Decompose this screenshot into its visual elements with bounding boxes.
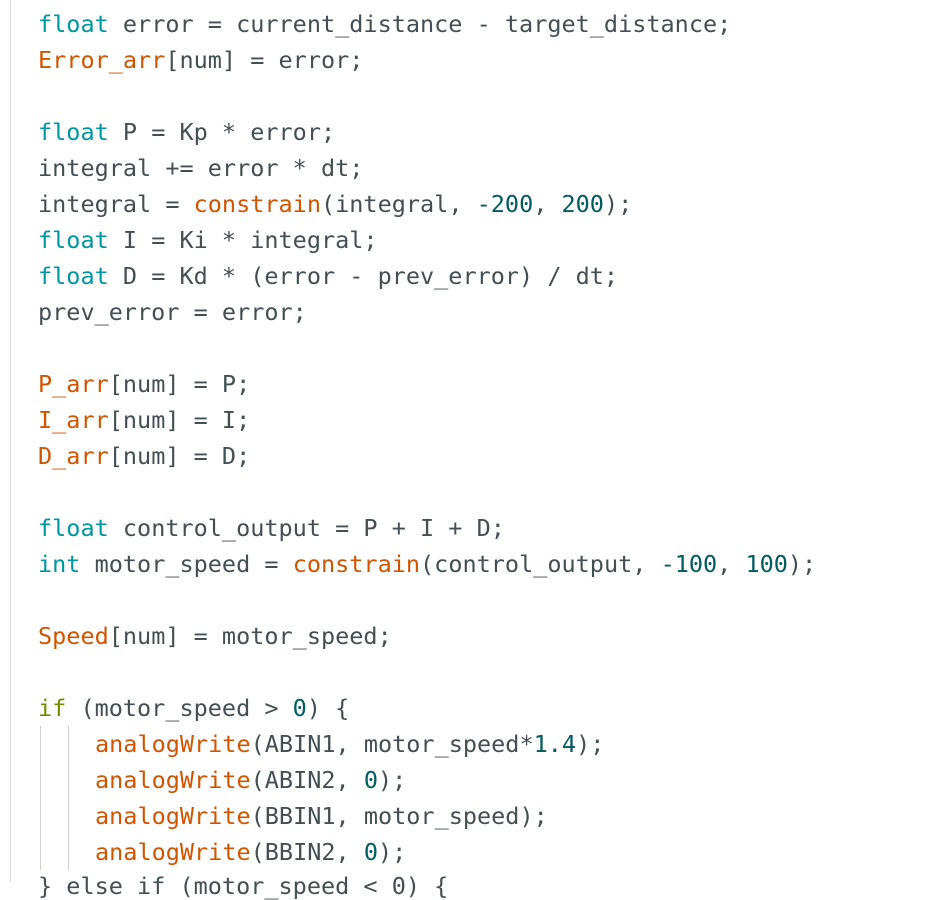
code-line[interactable] <box>38 654 816 690</box>
indent-guide <box>40 726 41 762</box>
code-token: control_output = P + I + D; <box>108 514 505 542</box>
code-token: error = current_distance - target_distan… <box>108 10 732 38</box>
code-token: , <box>717 550 746 578</box>
code-token: 0 <box>363 838 378 866</box>
code-token: float <box>38 262 109 290</box>
code-token: constrain <box>193 190 321 218</box>
code-token: Speed <box>38 622 109 650</box>
indent-guide <box>40 798 41 834</box>
code-line[interactable]: float error = current_distance - target_… <box>38 6 816 42</box>
code-line[interactable]: I_arr[num] = I; <box>38 402 816 438</box>
code-line[interactable]: D_arr[num] = D; <box>38 438 816 474</box>
code-line-partial[interactable]: } else if (motor_speed < 0) { <box>38 872 449 900</box>
code-line[interactable]: integral += error * dt; <box>38 150 816 186</box>
code-token: P = Kp * error; <box>108 118 336 146</box>
code-token: ) { <box>306 694 350 722</box>
code-token: ); <box>603 190 633 218</box>
code-token: D = Kd * (error - prev_error) / dt; <box>108 262 619 290</box>
indent-guide <box>68 834 69 870</box>
code-token: ); <box>576 730 605 758</box>
code-token: P_arr <box>38 370 109 398</box>
code-token: ); <box>787 550 817 578</box>
code-line[interactable]: int motor_speed = constrain(control_outp… <box>38 546 816 582</box>
code-token: if <box>38 694 67 722</box>
code-line[interactable]: P_arr[num] = P; <box>38 366 816 402</box>
code-token: (BBIN2, <box>250 838 364 866</box>
code-token: I = Ki * integral; <box>108 226 378 254</box>
code-token: I_arr <box>38 406 109 434</box>
code-token: integral += error * dt; <box>38 154 364 182</box>
code-token: 0 <box>363 766 378 794</box>
code-token: constrain <box>292 550 421 578</box>
code-line[interactable]: prev_error = error; <box>38 294 816 330</box>
code-line[interactable]: analogWrite(ABIN2, 0); <box>38 762 816 798</box>
code-line[interactable]: float P = Kp * error; <box>38 114 816 150</box>
code-token: (ABIN2, <box>250 766 364 794</box>
code-token: motor_speed = <box>80 550 293 578</box>
code-line[interactable]: float D = Kd * (error - prev_error) / dt… <box>38 258 816 294</box>
code-token: -200 <box>476 190 534 218</box>
code-token: (motor_speed > <box>66 694 293 722</box>
indent-guide <box>40 762 41 798</box>
code-token: [num] = P; <box>108 370 251 398</box>
code-token: analogWrite <box>95 802 251 830</box>
code-token: [num] = D; <box>108 442 251 470</box>
code-line[interactable]: Speed[num] = motor_speed; <box>38 618 816 654</box>
code-line[interactable]: analogWrite(BBIN2, 0); <box>38 834 816 870</box>
code-token: Error_arr <box>38 46 166 74</box>
code-token: [num] = I; <box>108 406 251 434</box>
code-area[interactable]: float error = current_distance - target_… <box>38 6 816 870</box>
code-line[interactable] <box>38 582 816 618</box>
code-token: D_arr <box>38 442 109 470</box>
code-token: ); <box>377 766 407 794</box>
code-line[interactable] <box>38 78 816 114</box>
code-token: 0 <box>292 694 307 722</box>
code-token: ); <box>377 838 407 866</box>
code-line[interactable]: Error_arr[num] = error; <box>38 42 816 78</box>
code-token: prev_error = error; <box>38 298 307 326</box>
code-token: analogWrite <box>95 766 251 794</box>
code-token: , <box>533 190 562 218</box>
indent-guide <box>40 834 41 870</box>
code-token: float <box>38 118 109 146</box>
code-token: analogWrite <box>95 838 251 866</box>
code-token: integral = <box>38 190 194 218</box>
code-line[interactable]: if (motor_speed > 0) { <box>38 690 816 726</box>
code-line[interactable]: integral = constrain(integral, -200, 200… <box>38 186 816 222</box>
code-token: float <box>38 514 109 542</box>
code-line[interactable]: float I = Ki * integral; <box>38 222 816 258</box>
code-line[interactable] <box>38 474 816 510</box>
code-token: (integral, <box>320 190 477 218</box>
code-token: -100 <box>660 550 718 578</box>
code-token: 100 <box>745 550 788 578</box>
code-token: (ABIN1, motor_speed* <box>250 730 534 758</box>
code-line[interactable]: float control_output = P + I + D; <box>38 510 816 546</box>
code-token: (BBIN1, motor_speed); <box>250 802 548 830</box>
indent-guide <box>68 726 69 762</box>
indent-guide <box>68 798 69 834</box>
code-token: float <box>38 10 109 38</box>
code-token: (control_output, <box>420 550 661 578</box>
code-token: 1.4 <box>533 730 577 758</box>
code-token: analogWrite <box>95 730 251 758</box>
code-token: [num] = error; <box>165 46 364 74</box>
code-line[interactable]: analogWrite(ABIN1, motor_speed*1.4); <box>38 726 816 762</box>
editor-left-border <box>10 0 11 882</box>
code-token: 200 <box>561 190 604 218</box>
code-line[interactable] <box>38 330 816 366</box>
indent-guide <box>68 762 69 798</box>
code-token: int <box>38 550 81 578</box>
code-line[interactable]: analogWrite(BBIN1, motor_speed); <box>38 798 816 834</box>
code-token: float <box>38 226 109 254</box>
code-token: [num] = motor_speed; <box>108 622 392 650</box>
